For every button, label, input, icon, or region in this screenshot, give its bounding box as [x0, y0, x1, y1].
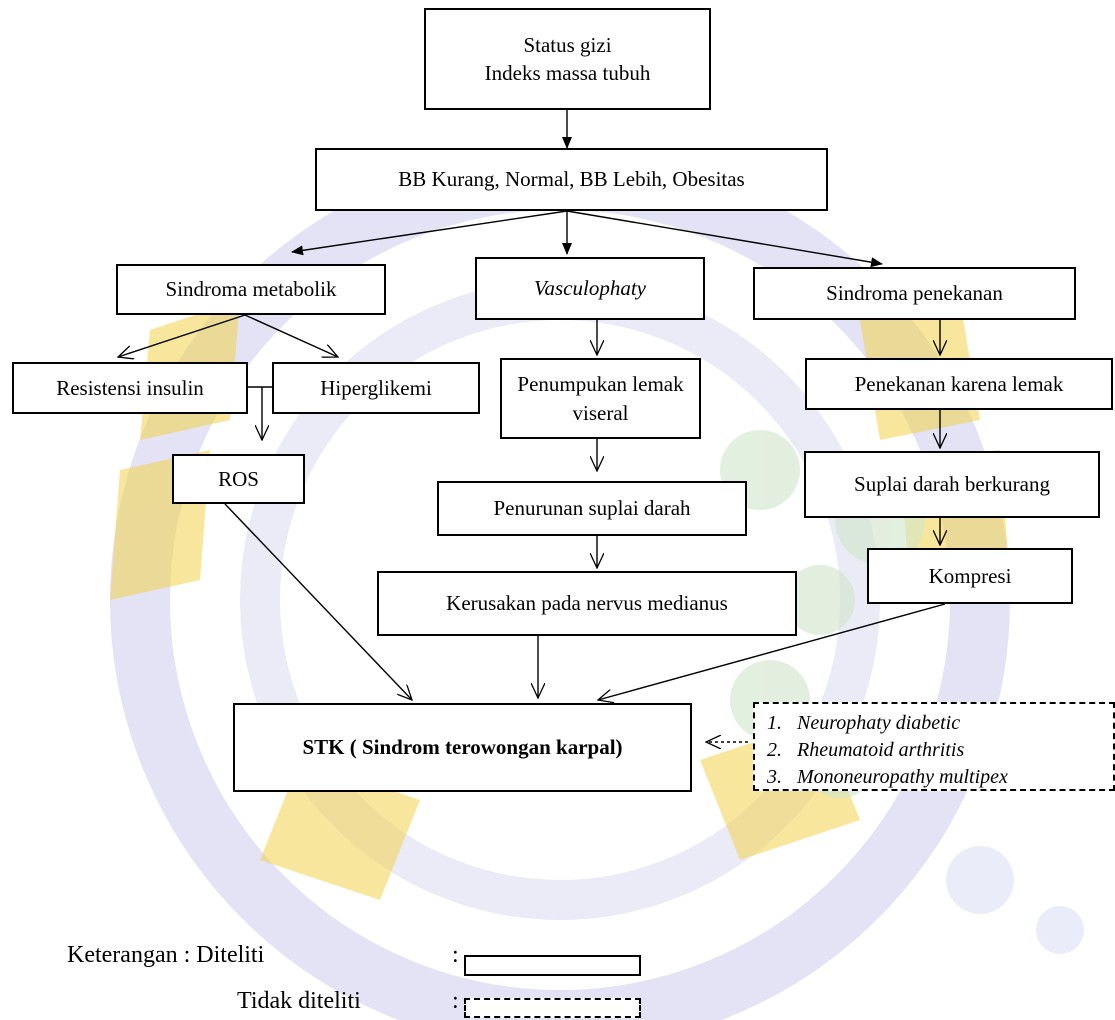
node-hiperglikemi: Hiperglikemi	[272, 362, 480, 414]
legend-not-examined-colon: :	[452, 988, 459, 1014]
other-factor-item: 1. Neurophaty diabetic	[767, 710, 1113, 737]
legend-examined-label: Keterangan : Diteliti	[67, 942, 265, 968]
node-penekanan-lemak: Penekanan karena lemak	[805, 358, 1113, 410]
legend-not-examined-label: Tidak diteliti	[237, 988, 361, 1014]
node-stk-label: STK ( Sindrom terowongan karpal)	[302, 735, 623, 760]
other-factor-item: 3. Mononeuropathy multipex	[767, 764, 1113, 791]
node-penumpukan-lemak: Penumpukan lemak viseral	[500, 358, 701, 439]
legend-not-examined-swatch	[464, 998, 641, 1018]
other-factor-text: Rheumatoid arthritis	[797, 739, 965, 761]
arrow-metabolik-to-hiperglikemi	[244, 314, 338, 357]
arrow-kategori-to-penekanan	[566, 210, 883, 268]
node-status-gizi-line1: Status gizi	[523, 32, 612, 57]
node-stk: STK ( Sindrom terowongan karpal)	[233, 703, 692, 792]
node-suplai-berkurang-label: Suplai darah berkurang	[854, 472, 1050, 497]
node-penumpukan-lemak-line2: viseral	[572, 400, 629, 425]
other-factor-item: 2. Rheumatoid arthritis	[767, 737, 1113, 764]
node-sindroma-metabolik-label: Sindroma metabolik	[165, 277, 337, 302]
node-kompresi: Kompresi	[867, 548, 1073, 604]
node-sindroma-penekanan: Sindroma penekanan	[753, 267, 1076, 320]
node-penekanan-lemak-label: Penekanan karena lemak	[854, 371, 1064, 396]
other-factor-text: Mononeuropathy multipex	[797, 766, 1008, 788]
node-penurunan-suplai: Penurunan suplai darah	[437, 481, 747, 536]
node-kerusakan-nervus: Kerusakan pada nervus medianus	[377, 571, 797, 636]
node-vasculophaty-label: Vasculophaty	[534, 276, 646, 301]
legend-examined-colon: :	[452, 942, 459, 968]
node-suplai-berkurang: Suplai darah berkurang	[804, 451, 1100, 518]
legend-examined-swatch	[464, 955, 641, 976]
other-factor-number: 3.	[767, 766, 782, 788]
node-ros-label: ROS	[218, 466, 259, 491]
other-factor-number: 1.	[767, 712, 782, 734]
node-resistensi-insulin: Resistensi insulin	[12, 362, 248, 414]
node-kerusakan-nervus-label: Kerusakan pada nervus medianus	[446, 591, 728, 616]
node-hiperglikemi-label: Hiperglikemi	[320, 375, 432, 400]
arrow-ros-to-stk	[224, 503, 412, 700]
other-factor-number: 2.	[767, 739, 782, 761]
node-status-gizi-line2: Indeks massa tubuh	[484, 61, 651, 85]
node-vasculophaty: Vasculophaty	[475, 257, 705, 320]
node-resistensi-insulin-label: Resistensi insulin	[56, 375, 204, 400]
other-factor-text: Neurophaty diabetic	[797, 712, 961, 734]
node-sindroma-metabolik: Sindroma metabolik	[116, 264, 386, 315]
other-factors-box: 1. Neurophaty diabetic 2. Rheumatoid art…	[753, 702, 1115, 791]
node-ros: ROS	[172, 454, 305, 504]
arrow-kompresi-to-stk	[598, 603, 946, 700]
arrow-metabolik-to-resistensi	[118, 314, 246, 357]
node-penumpukan-lemak-line1: Penumpukan lemak	[517, 372, 684, 397]
node-status-gizi: Status gizi Indeks massa tubuh	[424, 8, 711, 110]
node-sindroma-penekanan-label: Sindroma penekanan	[826, 281, 1003, 306]
node-kategori-label: BB Kurang, Normal, BB Lebih, Obesitas	[398, 167, 745, 192]
node-kompresi-label: Kompresi	[928, 563, 1012, 588]
arrow-kategori-to-metabolik	[291, 210, 568, 256]
node-penurunan-suplai-label: Penurunan suplai darah	[493, 496, 691, 521]
node-kategori: BB Kurang, Normal, BB Lebih, Obesitas	[315, 148, 828, 211]
